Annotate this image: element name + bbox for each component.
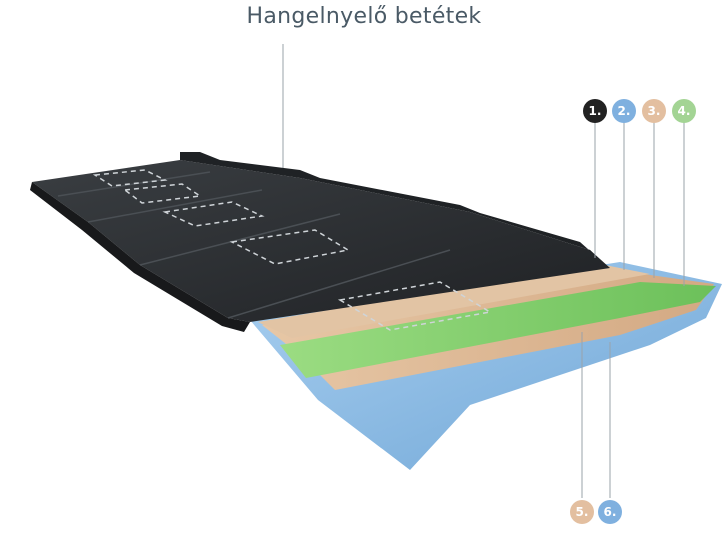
layer-badge-3: 3. <box>642 99 666 123</box>
tan-top-layer <box>258 264 650 338</box>
layer-badge-4: 4. <box>672 99 696 123</box>
tile-seams <box>57 171 451 319</box>
layer-badge-1: 1. <box>583 99 607 123</box>
roof-sheet-edge <box>30 182 250 332</box>
layer-badge-6: 6. <box>598 500 622 524</box>
green-foam-layer <box>280 282 716 378</box>
roof-ridge-edge <box>180 152 598 258</box>
layer-pointer-lines <box>581 122 685 498</box>
layer-badge-5: 5. <box>570 500 594 524</box>
insert-outlines <box>92 169 493 331</box>
roof-sheet-body <box>32 160 610 322</box>
diagram-title: Hangelnyelő betétek <box>246 4 482 29</box>
layer-badge-2: 2. <box>612 99 636 123</box>
